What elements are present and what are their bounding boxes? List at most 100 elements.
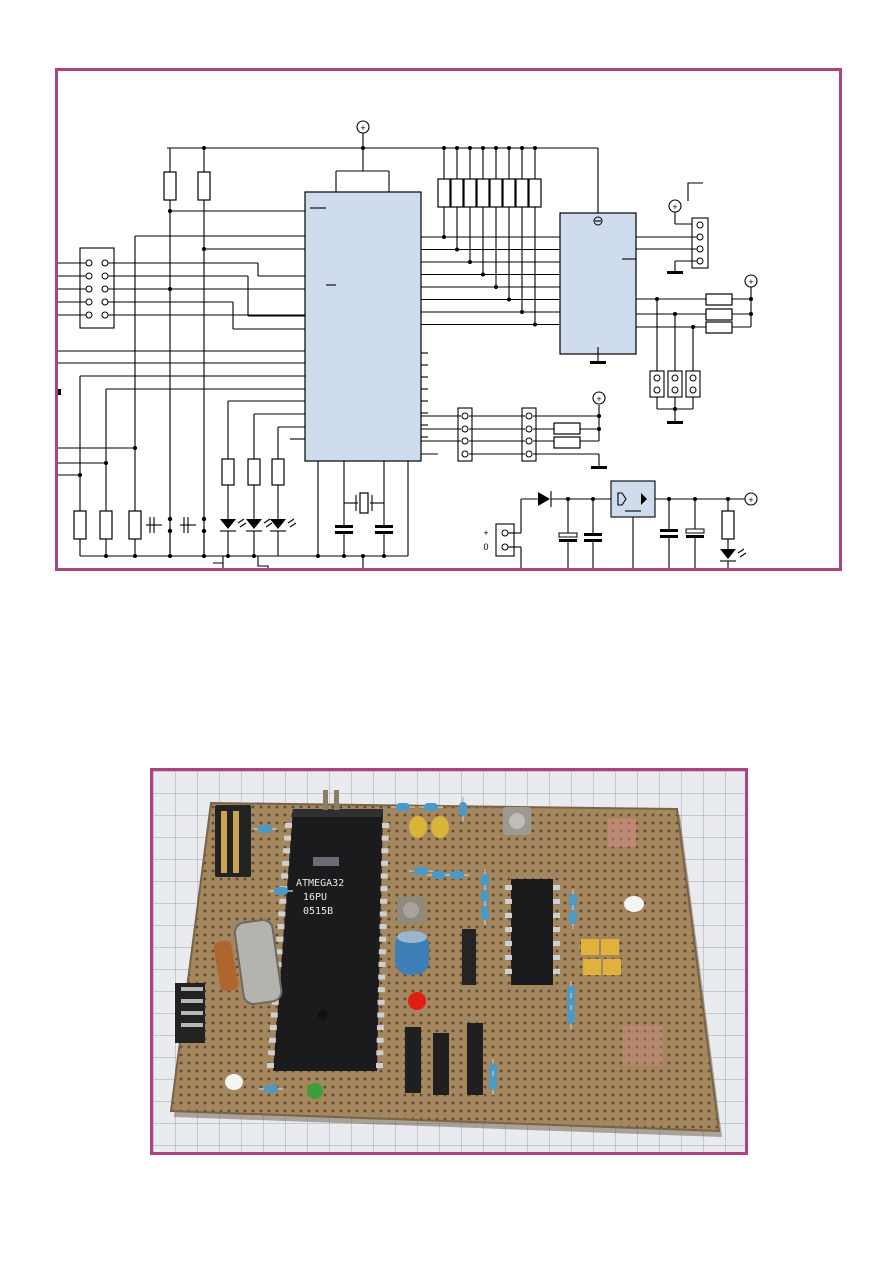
chip-pin — [553, 927, 560, 932]
driver-ic-details — [590, 148, 636, 364]
chip-pin — [505, 927, 512, 932]
chip-pin — [268, 1037, 276, 1043]
resistor — [567, 1005, 575, 1029]
isp-pin — [101, 259, 109, 267]
chip-pin — [378, 974, 386, 980]
chip-pin — [267, 1050, 275, 1056]
isp-pin — [85, 311, 93, 319]
crystal — [213, 919, 283, 1005]
chip-pin — [376, 1063, 383, 1068]
chip-pin — [505, 899, 512, 904]
junction — [494, 285, 498, 289]
chip-pin — [505, 913, 512, 918]
mounting-hole-right — [624, 896, 644, 912]
resistor — [450, 178, 464, 208]
green-led — [307, 1083, 323, 1099]
junction — [533, 146, 537, 150]
chip-pin — [381, 860, 389, 866]
connector-pin — [525, 450, 533, 458]
power-zero-label: 0 — [483, 542, 488, 552]
chip-pin — [282, 860, 290, 866]
junction — [507, 297, 511, 302]
chip-pin — [553, 955, 560, 960]
chip-marking-line1: ATMEGA32 — [296, 878, 344, 889]
connector-pin — [525, 425, 533, 433]
resistor-body — [481, 890, 489, 904]
resistor — [437, 178, 451, 208]
electrolytic-capacitor — [395, 897, 429, 975]
voltage-regulator — [462, 929, 476, 985]
resistor-network — [421, 146, 560, 327]
chip-pin — [379, 936, 387, 942]
chip-pin — [553, 969, 560, 974]
junction — [520, 310, 524, 314]
chip-marking-line2: 16PU — [303, 892, 327, 903]
junction — [442, 146, 446, 150]
svg-text:+: + — [596, 394, 601, 404]
chip-pin — [382, 823, 389, 828]
isp-pin — [101, 311, 109, 319]
isp-pin — [85, 259, 93, 267]
resistor-body — [264, 1085, 278, 1093]
red-led — [408, 992, 426, 1010]
resistor — [445, 871, 469, 879]
chip-pin — [267, 1063, 274, 1068]
supply-symbol-top: + — [356, 120, 370, 134]
connector-pin — [461, 425, 469, 433]
push-buttons — [146, 516, 207, 556]
power-plus-label: + — [483, 528, 488, 538]
chip-pin — [505, 969, 512, 974]
resistor-body — [274, 887, 288, 895]
isp-pin — [101, 285, 109, 293]
isp-pin — [85, 285, 93, 293]
svg-text:+: + — [672, 202, 677, 212]
chip-pin — [380, 898, 388, 904]
mcu-left-wires — [58, 209, 305, 511]
jumper-caps — [581, 939, 621, 975]
svg-text:+: + — [748, 495, 753, 505]
power-supply: + 0 + — [483, 480, 758, 568]
resistors — [253, 797, 577, 1095]
schematic-diagram: + — [55, 68, 842, 571]
chip-pin — [377, 999, 385, 1005]
resistor — [463, 178, 477, 208]
chip-pin — [376, 1050, 384, 1056]
connector-pin — [461, 437, 469, 445]
microcontroller-ic — [304, 191, 422, 462]
resistor — [502, 178, 516, 208]
junction — [468, 146, 472, 150]
chip-pin — [278, 911, 286, 917]
resistor-body — [481, 874, 489, 888]
chip-pin — [269, 1025, 277, 1031]
prototype-board-photo: ATMEGA32 16PU 0515B — [150, 768, 748, 1155]
resistor-body — [481, 906, 489, 920]
isp-pin — [85, 272, 93, 280]
junction — [507, 146, 511, 150]
crystal-oscillator — [317, 461, 409, 556]
connector-pin — [525, 437, 533, 445]
resistor — [569, 905, 577, 929]
resistor — [409, 867, 433, 875]
chip-pin — [277, 924, 285, 930]
isp-connector — [58, 247, 115, 329]
connector-pin — [461, 450, 469, 458]
resistor-body — [396, 803, 410, 811]
resistor — [269, 887, 293, 895]
ground-bus — [80, 554, 408, 568]
chip-pin — [281, 873, 289, 879]
junction — [442, 235, 446, 239]
chip-pin — [553, 885, 560, 890]
resistor — [489, 1071, 497, 1095]
chip-pin — [378, 949, 386, 955]
junction — [481, 272, 485, 277]
chip-marking-line3: 0515B — [303, 906, 333, 917]
resistor — [515, 178, 529, 208]
resistor-body — [489, 1076, 497, 1090]
resistor — [476, 178, 490, 208]
resistor — [391, 803, 415, 811]
chip-pin — [376, 1037, 384, 1043]
chip-pin — [271, 999, 279, 1005]
junction — [468, 260, 472, 264]
chip-pin — [376, 1025, 384, 1031]
chip-pin — [283, 848, 291, 854]
